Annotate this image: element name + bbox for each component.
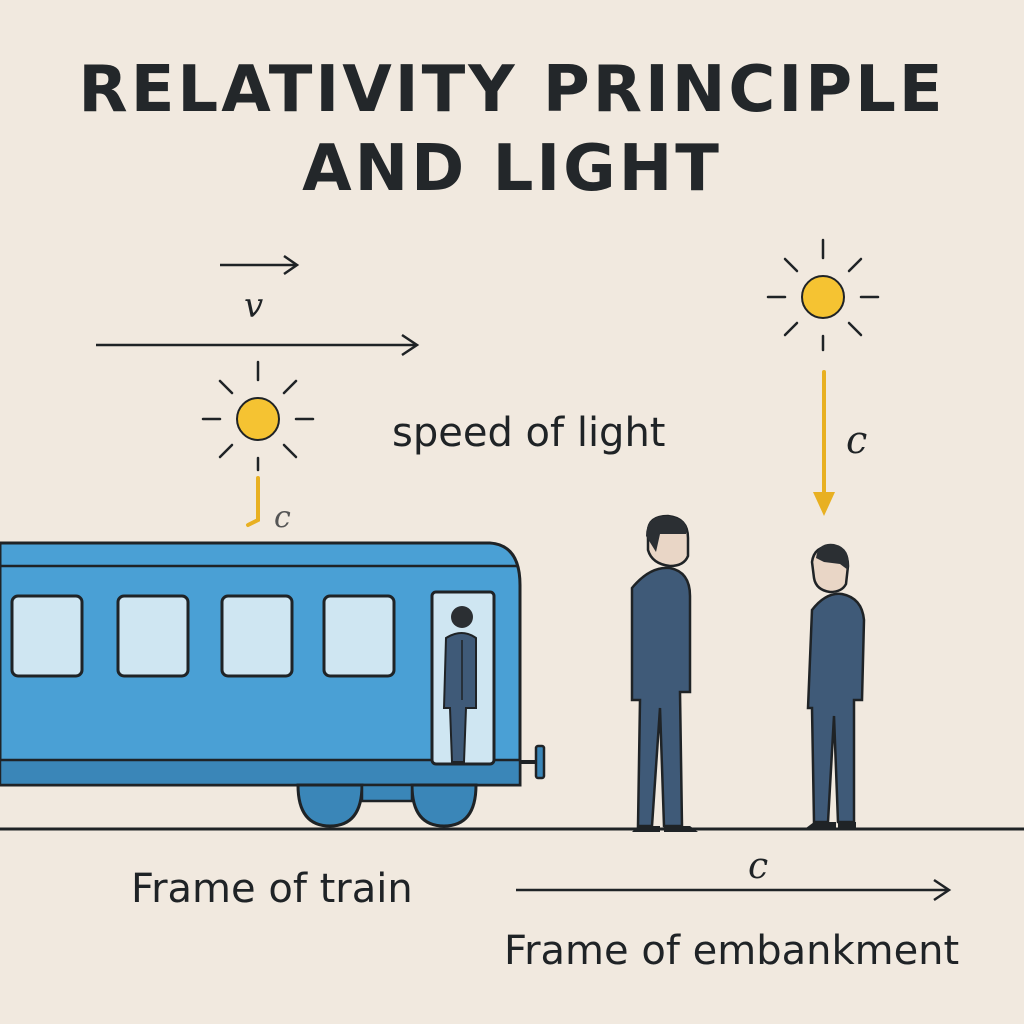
frame-of-train-label: Frame of train [131, 866, 413, 912]
light-ray-embankment-arrowhead [813, 492, 835, 516]
frame-of-embankment-label: Frame of embankment [504, 928, 960, 974]
train-window [116, 594, 190, 678]
title-line-1: RELATIVITY PRINCIPLE [78, 53, 946, 127]
sun-icon-train [201, 360, 315, 472]
observer-in-train [442, 606, 477, 763]
train-window [220, 594, 294, 678]
ground-light-arrowhead [933, 878, 952, 902]
observer-embankment-1 [630, 514, 698, 832]
c-label-embankment-light: c [846, 418, 868, 462]
light-ray-train [246, 476, 260, 527]
train-motion-arrowhead [401, 333, 420, 357]
title-line-2: AND LIGHT [302, 132, 722, 206]
c-label-ground: c [748, 846, 769, 887]
observer-embankment-2 [806, 543, 866, 828]
c-label-train: c [274, 500, 291, 535]
train-car [0, 541, 546, 828]
velocity-vector-arrowhead [283, 254, 300, 276]
sun-icon-embankment [766, 238, 880, 352]
speed-of-light-label: speed of light [392, 410, 666, 456]
train-window [10, 594, 84, 678]
train-window [322, 594, 396, 678]
velocity-label: v [244, 286, 264, 326]
